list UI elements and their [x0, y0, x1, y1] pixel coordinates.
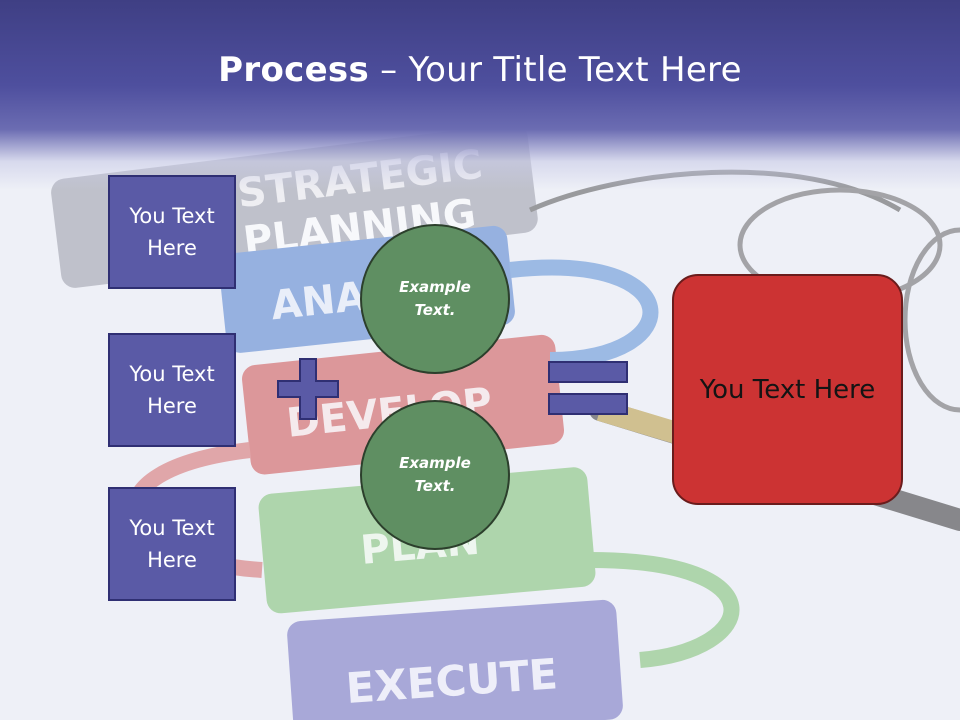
result-label: You Text Here: [699, 374, 876, 405]
page-title: Process – Your Title Text Here: [0, 50, 960, 90]
title-rest: – Your Title Text Here: [369, 50, 742, 90]
title-bold: Process: [218, 50, 370, 90]
example-circle-bottom[interactable]: Example Text.: [360, 400, 510, 550]
equals-icon: [548, 361, 628, 415]
example-circle-top-label: Example Text.: [399, 278, 471, 319]
header-band: [0, 0, 960, 190]
result-box[interactable]: You Text Here: [672, 274, 903, 505]
plus-icon: [277, 358, 339, 420]
text-box-2[interactable]: You Text Here: [108, 333, 236, 447]
text-box-1[interactable]: You Text Here: [108, 175, 236, 289]
example-circle-bottom-label: Example Text.: [399, 454, 471, 495]
text-box-3[interactable]: You Text Here: [108, 487, 236, 601]
example-circle-top[interactable]: Example Text.: [360, 224, 510, 374]
